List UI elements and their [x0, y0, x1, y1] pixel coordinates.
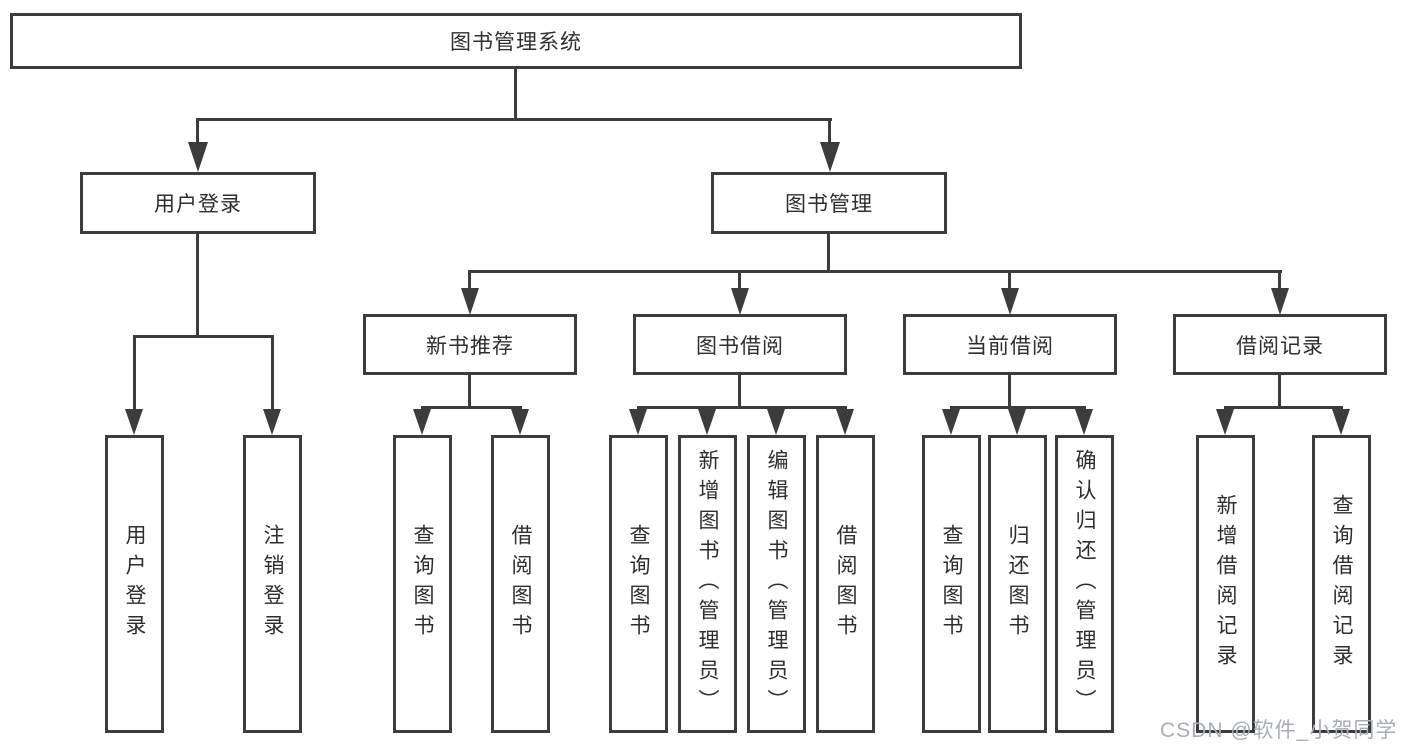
arrow-down-icon: [1271, 288, 1289, 315]
connector-stem-user-login: [196, 118, 199, 146]
node-label: 图书管理: [785, 193, 873, 216]
leaf-label: 确认归还（管理员）: [1073, 449, 1096, 719]
connector-root-horizontal: [196, 118, 832, 121]
node-label: 新书推荐: [426, 334, 514, 358]
connector-book-management-stem: [827, 234, 830, 273]
connector-group-stem: [738, 375, 741, 409]
arrow-down-icon: [511, 409, 529, 435]
leaf-query-books-current: 查询图书: [922, 435, 981, 733]
node-borrowing-records: 借阅记录: [1173, 314, 1387, 375]
leaf-edit-books-admin: 编辑图书（管理员）: [747, 435, 806, 733]
arrow-down-icon: [698, 409, 716, 435]
node-book-borrowing: 图书借阅: [633, 314, 847, 375]
arrow-down-icon: [1332, 409, 1350, 435]
node-book-management: 图书管理: [711, 172, 947, 234]
leaf-confirm-return-admin: 确认归还（管理员）: [1055, 435, 1114, 733]
connector-stem-level2: [738, 270, 741, 290]
connector-stem-leaf: [271, 335, 274, 409]
leaf-label: 借阅图书: [834, 524, 857, 644]
arrow-down-icon: [1075, 409, 1093, 435]
connector-book-management-horizontal: [468, 270, 1282, 273]
arrow-down-icon: [1008, 409, 1026, 435]
arrow-down-icon: [461, 288, 479, 315]
leaf-label: 查询借阅记录: [1330, 494, 1353, 674]
node-label: 用户登录: [154, 193, 242, 216]
leaf-label: 编辑图书（管理员）: [765, 449, 788, 719]
arrow-down-icon: [767, 409, 785, 435]
leaf-label: 查询图书: [411, 524, 434, 644]
leaf-logout: 注销登录: [243, 435, 302, 733]
connector-group-horizontal: [637, 406, 847, 409]
node-root-library-system: 图书管理系统: [10, 13, 1022, 69]
arrow-down-icon: [820, 142, 840, 172]
connector-stem-level2: [468, 270, 471, 290]
leaf-label: 归还图书: [1006, 524, 1029, 644]
leaf-label: 查询图书: [940, 524, 963, 644]
leaf-query-books-borrowing: 查询图书: [609, 435, 668, 733]
node-label: 借阅记录: [1236, 334, 1324, 358]
node-label: 当前借阅: [966, 334, 1054, 358]
node-user-login: 用户登录: [80, 172, 316, 234]
node-label: 图书管理系统: [450, 31, 582, 54]
leaf-add-borrow-record: 新增借阅记录: [1196, 435, 1255, 733]
leaf-add-books-admin: 新增图书（管理员）: [678, 435, 737, 733]
leaf-label: 用户登录: [123, 524, 146, 644]
node-current-borrowing: 当前借阅: [903, 314, 1117, 375]
leaf-user-login: 用户登录: [105, 435, 164, 733]
connector-group-horizontal: [950, 406, 1086, 409]
arrow-down-icon: [413, 409, 431, 435]
leaf-return-books: 归还图书: [988, 435, 1047, 733]
connector-root-stem: [514, 69, 517, 118]
arrow-down-icon: [263, 409, 281, 435]
arrow-down-icon: [836, 409, 854, 435]
connector-stem-level2: [1008, 270, 1011, 290]
arrow-down-icon: [1001, 288, 1019, 315]
arrow-down-icon: [629, 409, 647, 435]
connector-stem-leaf: [133, 335, 136, 409]
leaf-label: 注销登录: [261, 524, 284, 644]
connector-group-stem: [1278, 375, 1281, 409]
arrow-down-icon: [1216, 409, 1234, 435]
arrow-down-icon: [125, 409, 143, 435]
connector-stem-level2: [1278, 270, 1281, 290]
leaf-query-borrow-record: 查询借阅记录: [1312, 435, 1371, 733]
leaf-label: 借阅图书: [509, 524, 532, 644]
arrow-down-icon: [942, 409, 960, 435]
leaf-label: 新增图书（管理员）: [696, 449, 719, 719]
arrow-down-icon: [731, 288, 749, 315]
connector-user-login-stem: [196, 234, 199, 335]
node-new-book-recommend: 新书推荐: [363, 314, 577, 375]
leaf-query-books-recommend: 查询图书: [393, 435, 452, 733]
node-label: 图书借阅: [696, 334, 784, 358]
arrow-down-icon: [188, 142, 208, 172]
connector-stem-book-management: [828, 118, 831, 146]
connector-group-horizontal: [1224, 406, 1343, 409]
connector-group-stem: [1008, 375, 1011, 409]
leaf-label: 查询图书: [627, 524, 650, 644]
connector-user-login-horizontal: [133, 335, 274, 338]
connector-group-horizontal: [421, 406, 522, 409]
leaf-label: 新增借阅记录: [1214, 494, 1237, 674]
csdn-watermark: CSDN @软件_小贺同学: [1160, 719, 1398, 742]
leaf-borrow-books: 借阅图书: [816, 435, 875, 733]
connector-group-stem: [468, 375, 471, 409]
leaf-borrow-books-recommend: 借阅图书: [491, 435, 550, 733]
